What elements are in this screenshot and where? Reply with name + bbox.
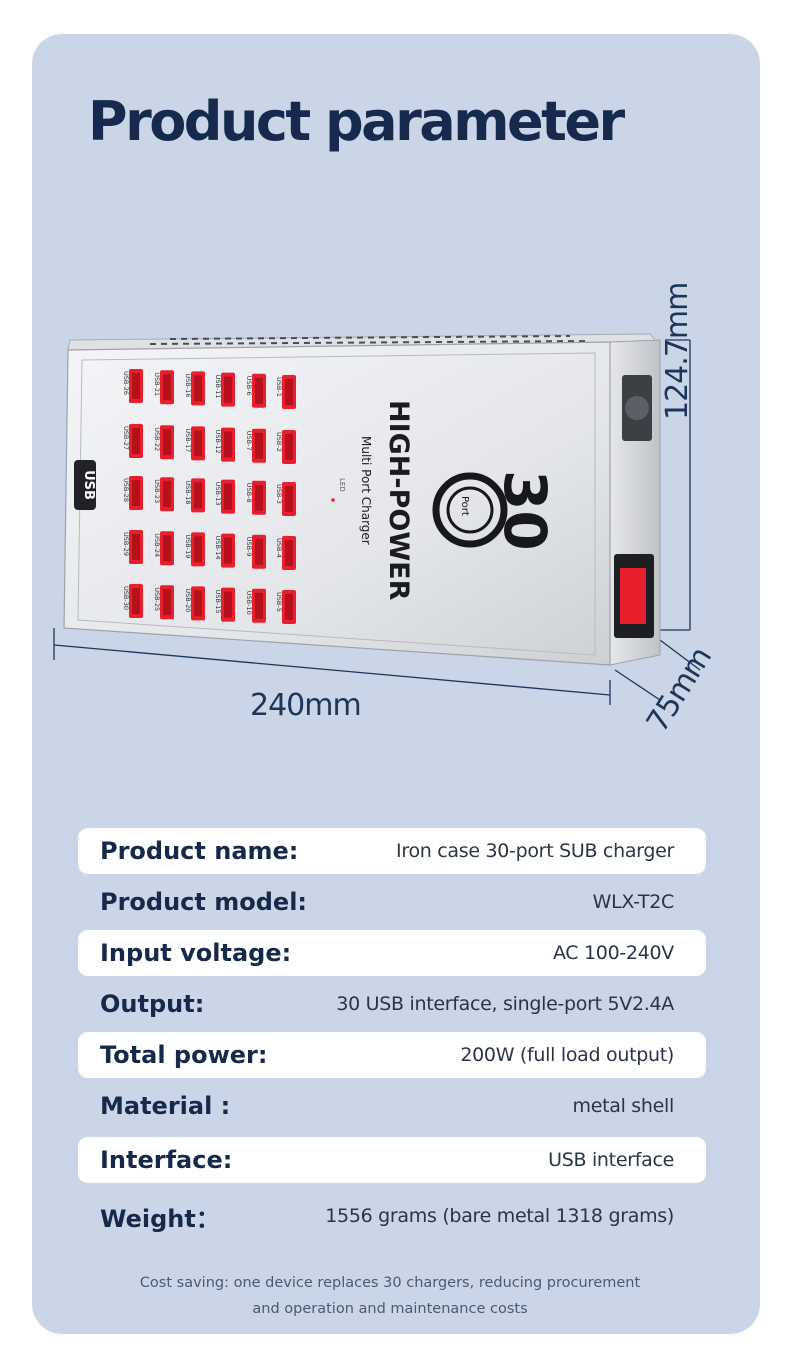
subtitle-text: Multi Port Charger (359, 436, 373, 545)
usb-port-slot (194, 590, 202, 617)
usb-port-label: USB-6 (245, 376, 253, 396)
usb-badge: USB (74, 460, 96, 510)
usb-port-slot (255, 432, 263, 459)
usb-port-label: USB-7 (245, 431, 253, 451)
usb-port-slot (163, 589, 171, 616)
usb-port-slot (194, 536, 202, 563)
svg-text:30: 30 (491, 470, 559, 551)
param-row-input-voltage: Input voltage: AC 100-240V (78, 930, 706, 976)
usb-port-slot (224, 537, 232, 564)
usb-port-label: USB-22 (153, 427, 161, 451)
dimension-lines (53, 339, 701, 705)
footer-note: Cost saving: one device replaces 30 char… (90, 1270, 690, 1322)
usb-port-slot (255, 484, 263, 511)
usb-port-label: USB-16 (184, 373, 192, 397)
param-row-material: Material : metal shell (100, 1092, 674, 1120)
footer-line-1: Cost saving: one device replaces 30 char… (139, 1275, 641, 1291)
top-vents (149, 335, 591, 345)
usb-port-slot (285, 540, 293, 566)
param-row-product-name: Product name: Iron case 30-port SUB char… (78, 828, 706, 874)
usb-port-slot (255, 538, 263, 565)
usb-port-label: USB-13 (214, 482, 222, 506)
usb-port-slot (194, 430, 202, 457)
usb-port-slot (224, 376, 232, 403)
usb-port-label: USB-2 (275, 432, 283, 452)
usb-port-slot (132, 428, 140, 454)
usb-port-label: USB-14 (214, 536, 222, 560)
usb-port-label: USB-20 (184, 588, 192, 612)
usb-port-slot (255, 377, 263, 404)
usb-port-slot (163, 429, 171, 456)
usb-port-label: USB-29 (122, 532, 130, 556)
usb-port-label: USB-19 (184, 534, 192, 558)
page-title: Product parameter (88, 90, 625, 153)
usb-port-label: USB-8 (245, 483, 253, 503)
usb-port-slot (224, 483, 232, 510)
parameter-table: Product name: Iron case 30-port SUB char… (78, 828, 706, 1244)
svg-text:USB: USB (81, 470, 96, 500)
usb-port-label: USB-26 (122, 371, 130, 395)
svg-text:Port: Port (459, 496, 470, 516)
usb-port-slot (163, 374, 171, 401)
brand-text: HIGH-POWER (383, 400, 414, 601)
usb-port-slot (285, 379, 293, 405)
param-row-output: Output: 30 USB interface, single-port 5V… (100, 990, 674, 1018)
background-panel (32, 34, 760, 1334)
usb-port-slot (163, 535, 171, 562)
usb-port-label: USB-17 (184, 428, 192, 452)
usb-port-label: USB-21 (153, 372, 161, 396)
usb-port-label: USB-12 (214, 430, 222, 454)
usb-port-slot (224, 431, 232, 458)
usb-port-slot (194, 375, 202, 402)
usb-port-slot (132, 588, 140, 614)
usb-port-label: USB-27 (122, 426, 130, 450)
usb-port-label: USB-4 (275, 538, 283, 558)
usb-port-label: USB-30 (122, 586, 130, 610)
footer-line-2: and operation and maintenance costs (252, 1301, 528, 1317)
usb-port-label: USB-11 (214, 375, 222, 399)
usb-port-slot (163, 481, 171, 508)
usb-port-slot (132, 480, 140, 506)
usb-port-label: USB-3 (275, 484, 283, 504)
usb-port-slot (285, 486, 293, 512)
usb-port-slot (224, 591, 232, 618)
usb-port-label: USB-10 (245, 591, 253, 615)
usb-port-label: USB-5 (275, 592, 283, 612)
fan-icon (622, 375, 652, 441)
usb-port-label: USB-9 (245, 537, 253, 557)
usb-port-slot (194, 482, 202, 509)
usb-port-slot (285, 594, 293, 620)
thirty-port-logo: 30 Port (432, 470, 559, 551)
height-dimension: 124.7mm (660, 282, 695, 420)
power-switch (614, 554, 654, 638)
led-label: LED (338, 478, 346, 492)
usb-port-label: USB-1 (275, 377, 283, 397)
usb-port-slot (132, 534, 140, 560)
usb-port-slot (255, 592, 263, 619)
usb-port-label: USB-15 (214, 590, 222, 614)
usb-port-label: USB-25 (153, 587, 161, 611)
led-indicator (331, 498, 335, 502)
usb-port-label: USB-28 (122, 478, 130, 502)
param-row-interface: Interface: USB interface (78, 1137, 706, 1183)
charger-illustration: USB USB-1USB-2USB-3USB-4USB-5USB-6USB-7U… (53, 333, 701, 705)
width-dimension: 240mm (250, 688, 362, 723)
usb-port-label: USB-18 (184, 480, 192, 504)
usb-port-slot (285, 434, 293, 460)
param-row-total-power: Total power: 200W (full load output) (78, 1032, 706, 1078)
param-row-weight: Weight： 1556 grams (bare metal 1318 gram… (100, 1204, 674, 1233)
usb-port-label: USB-23 (153, 479, 161, 503)
param-row-product-model: Product model: WLX-T2C (100, 888, 674, 916)
usb-port-label: USB-24 (153, 533, 161, 557)
usb-port-slot (132, 373, 140, 399)
